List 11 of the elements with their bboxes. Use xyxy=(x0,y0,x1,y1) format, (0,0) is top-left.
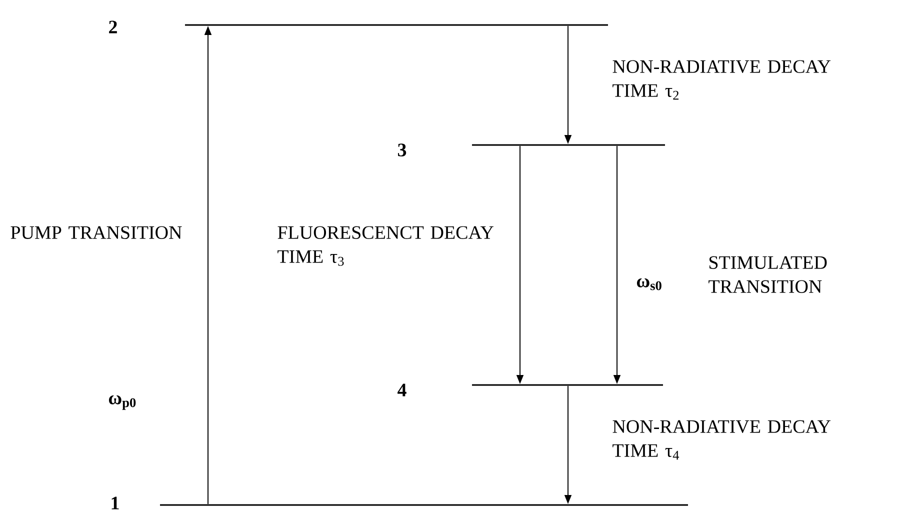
transition-label: NON-RADIATIVE DECAY TIME τ$_{2}$ xyxy=(612,60,831,100)
symbol-label: ω$_{p0}$ xyxy=(108,395,136,410)
transition-label: PUMP TRANSITION xyxy=(10,226,182,239)
energy-level-line: 4 xyxy=(398,384,663,396)
energy-level-line: 2 xyxy=(109,20,608,34)
energy-level-line: 1 xyxy=(112,496,688,510)
transition-label: NON-RADIATIVE DECAY TIME τ$_{4}$ xyxy=(612,420,831,460)
energy-level-line: 3 xyxy=(398,144,665,156)
transition-label: FLUORESCENCT DECAY TIME τ$_{3}$ xyxy=(278,226,494,266)
symbol-label: ω$_{s0}$ xyxy=(636,278,662,290)
transition-label: STIMULATED TRANSITION xyxy=(708,256,827,293)
